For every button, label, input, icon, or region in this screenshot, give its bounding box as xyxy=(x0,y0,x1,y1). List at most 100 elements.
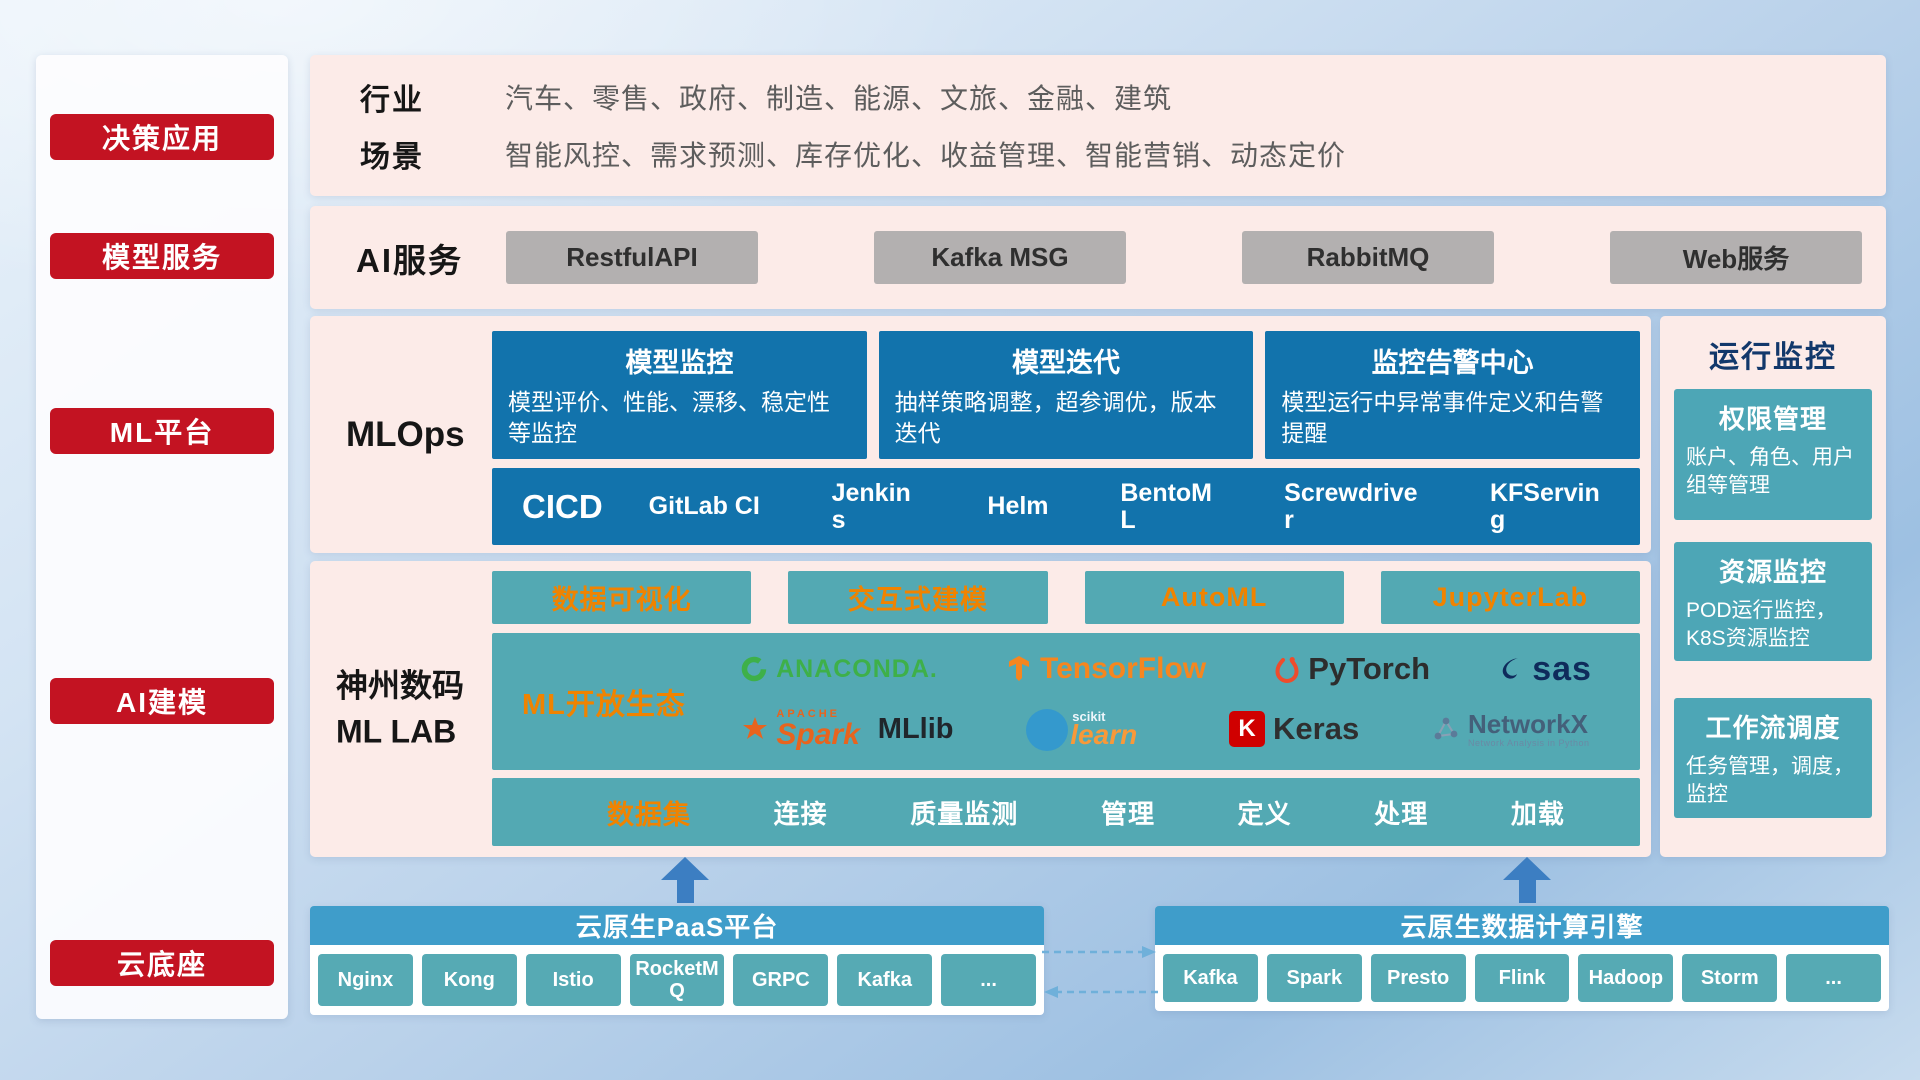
networkx-icon xyxy=(1434,717,1458,740)
data-engine-group: 云原生数据计算引擎 Kafka Spark Presto Flink Hadoo… xyxy=(1155,906,1889,1011)
dataset-quality: 质量监测 xyxy=(910,798,1019,829)
spark-label: Spark xyxy=(776,717,860,751)
chip-flink: Flink xyxy=(1474,954,1570,1002)
sas-icon xyxy=(1502,658,1519,679)
chip-more: ... xyxy=(1786,954,1882,1002)
ml-ecosystem-box: ML开放生态 ANACONDA. TensorFlow xyxy=(492,633,1640,770)
dataset-label: 数据集 xyxy=(607,799,691,830)
dataset-manage: 管理 xyxy=(1100,798,1155,829)
card-alert-center: 监控告警中心 模型运行中异常事件定义和告警提醒 xyxy=(1265,331,1641,459)
paas-components: Nginx Kong Istio RocketMQ GRPC Kafka ... xyxy=(310,945,1044,1015)
mllib-label: MLlib xyxy=(877,712,954,745)
ecosystem-logos: ANACONDA. TensorFlow PyTorch sas xyxy=(706,633,1626,770)
sidebar-item-cloud-base: 云底座 xyxy=(50,940,274,986)
industry-label: 行业 xyxy=(360,83,424,117)
mlops-cards: 模型监控 模型评价、性能、漂移、稳定性等监控 模型迭代 抽样策略调整，超参调优，… xyxy=(492,331,1641,459)
dataset-define: 定义 xyxy=(1237,798,1292,829)
pytorch-logo: PyTorch xyxy=(1274,651,1430,687)
paas-platform-bar: 云原生PaaS平台 xyxy=(310,906,1044,945)
ai-service-label: AI服务 xyxy=(356,241,463,279)
service-restfulapi: RestfulAPI xyxy=(506,231,758,284)
cicd-bar: CICD GitLab CI Jenkins Helm BentoML Scre… xyxy=(492,468,1640,545)
tool-helm: Helm xyxy=(987,492,1049,520)
card-model-monitoring: 模型监控 模型评价、性能、漂移、稳定性等监控 xyxy=(492,331,867,459)
arrow-up-engine-icon xyxy=(1503,857,1551,903)
mllab-content: 数据可视化 交互式建模 AutoML JupyterLab ML开放生态 ANA… xyxy=(492,571,1640,847)
card-title: 模型迭代 xyxy=(1012,348,1120,378)
engine-components: Kafka Spark Presto Flink Hadoop Storm ..… xyxy=(1155,945,1889,1011)
card-title: 模型监控 xyxy=(625,348,734,378)
mllab-panel: 神州数码 ML LAB 数据可视化 交互式建模 AutoML JupyterLa… xyxy=(310,561,1651,857)
sidebar-item-ml-platform: ML平台 xyxy=(50,408,274,454)
logo-row-1: ANACONDA. TensorFlow PyTorch sas xyxy=(706,650,1626,689)
service-web: Web服务 xyxy=(1610,231,1862,284)
paas-platform-group: 云原生PaaS平台 Nginx Kong Istio RocketMQ GRPC… xyxy=(310,906,1044,1015)
mlops-label: MLOps xyxy=(346,414,465,454)
tensorflow-icon xyxy=(1009,656,1030,682)
tool-interactive-modeling: 交互式建模 xyxy=(788,571,1048,624)
anaconda-logo: ANACONDA. xyxy=(740,655,938,684)
sidebar-item-decision-apps: 决策应用 xyxy=(50,114,274,160)
mlops-panel: MLOps 模型监控 模型评价、性能、漂移、稳定性等监控 模型迭代 抽样策略调整… xyxy=(310,316,1651,553)
tool-jenkins: Jenkins xyxy=(831,478,911,534)
pytorch-icon xyxy=(1275,657,1299,684)
spark-mllib-logo: APACHE Spark MLlib xyxy=(742,707,954,751)
runtime-monitoring-panel: 运行监控 权限管理 账户、角色、用户组等管理 资源监控 POD运行监控，K8S资… xyxy=(1660,316,1886,857)
tool-data-visualization: 数据可视化 xyxy=(492,571,752,624)
sidebar-item-ai-modeling: AI建模 xyxy=(50,678,274,724)
tool-gitlab-ci: GitLab CI xyxy=(648,492,760,520)
spark-icon xyxy=(743,717,768,740)
chip-presto: Presto xyxy=(1370,954,1466,1002)
scikit-learn-logo: scikit learn xyxy=(1026,705,1156,753)
card-desc: 模型运行中异常事件定义和告警提醒 xyxy=(1281,389,1604,447)
mllab-tools-row: 数据可视化 交互式建模 AutoML JupyterLab xyxy=(492,571,1640,624)
card-workflow-scheduling: 工作流调度 任务管理，调度，监控 xyxy=(1674,698,1872,818)
dataset-row: 数据集 连接 质量监测 管理 定义 处理 加载 xyxy=(492,778,1640,846)
monitoring-title: 运行监控 xyxy=(1709,341,1837,374)
chip-hadoop: Hadoop xyxy=(1578,954,1674,1002)
scene-list: 智能风控、需求预测、库存优化、收益管理、智能营销、动态定价 xyxy=(505,140,1347,172)
tool-jupyterlab: JupyterLab xyxy=(1380,571,1640,624)
chip-kong: Kong xyxy=(421,954,517,1006)
keras-logo: K Keras xyxy=(1229,711,1359,748)
arrow-up-paas-icon xyxy=(661,857,709,903)
sidebar-item-model-service: 模型服务 xyxy=(50,233,274,279)
cicd-tools: GitLab CI Jenkins Helm BentoML Screwdriv… xyxy=(648,478,1606,534)
apache-label: APACHE xyxy=(776,707,841,720)
chip-rocketmq: RocketMQ xyxy=(629,954,725,1006)
dashed-exchange-arrows-icon xyxy=(1042,946,1158,998)
scene-label: 场景 xyxy=(360,141,424,175)
anaconda-icon xyxy=(741,656,767,682)
card-model-iteration: 模型迭代 抽样策略调整，超参调优，版本迭代 xyxy=(878,331,1254,459)
chip-grpc: GRPC xyxy=(733,954,829,1006)
chip-nginx: Nginx xyxy=(318,954,413,1006)
tool-kfserving: KFServing xyxy=(1489,478,1600,534)
card-desc: 抽样策略调整，超参调优，版本迭代 xyxy=(894,389,1217,447)
dataset-load: 加载 xyxy=(1510,798,1565,829)
card-permission-management: 权限管理 账户、角色、用户组等管理 xyxy=(1674,389,1872,520)
scikit-learn-icon xyxy=(1026,709,1069,752)
tool-screwdriver: Screwdriver xyxy=(1284,478,1418,534)
mllab-label-line1: 神州数码 xyxy=(336,667,465,704)
card-desc: 模型评价、性能、漂移、稳定性等监控 xyxy=(508,389,830,447)
dataset-process: 处理 xyxy=(1374,798,1429,829)
logo-row-2: APACHE Spark MLlib scikit learn K xyxy=(706,705,1626,753)
chip-istio: Istio xyxy=(525,954,621,1006)
sas-logo: sas xyxy=(1498,650,1592,689)
tool-bentoml: BentoML xyxy=(1120,478,1213,534)
dataset-connect: 连接 xyxy=(773,798,828,829)
service-rabbitmq: RabbitMQ xyxy=(1242,231,1494,284)
chip-more: ... xyxy=(941,954,1037,1006)
left-sidebar: 决策应用 模型服务 ML平台 AI建模 云底座 xyxy=(36,55,288,1019)
cicd-title: CICD xyxy=(522,487,603,525)
networkx-logo: NetworkX Network Analysis in Python xyxy=(1432,710,1590,748)
chip-kafka: Kafka xyxy=(837,954,933,1006)
chip-storm: Storm xyxy=(1682,954,1778,1002)
chip-spark: Spark xyxy=(1266,954,1362,1002)
keras-icon: K xyxy=(1229,711,1266,748)
tool-automl: AutoML xyxy=(1084,571,1344,624)
card-title: 监控告警中心 xyxy=(1371,348,1534,378)
data-engine-bar: 云原生数据计算引擎 xyxy=(1155,906,1889,945)
scene-line: 场景 智能风控、需求预测、库存优化、收益管理、智能营销、动态定价 xyxy=(310,132,1886,176)
